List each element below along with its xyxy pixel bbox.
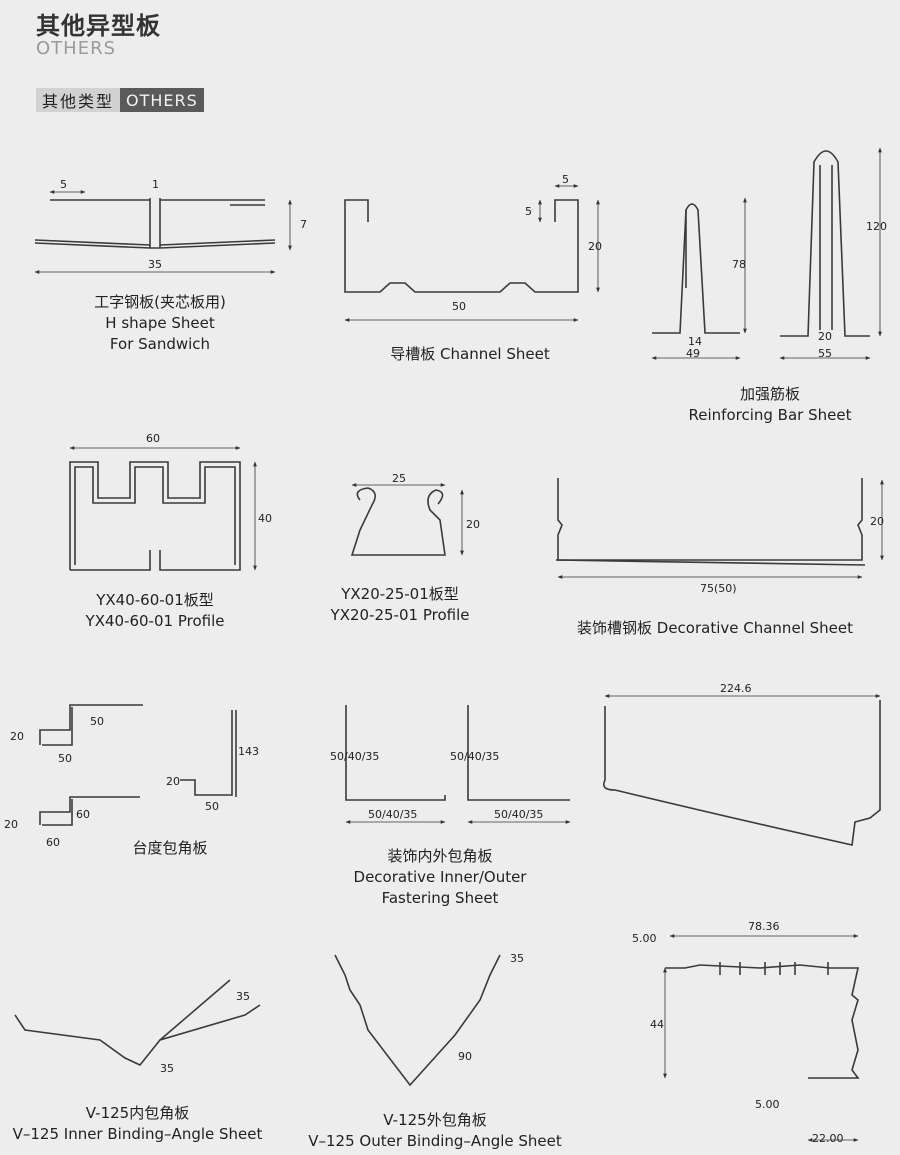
dim-dc-a: 20: [870, 515, 884, 528]
caption-cn: YX40-60-01板型: [96, 591, 214, 609]
caption-h-shape: 工字钢板(夹芯板用) H shape Sheet For Sandwich: [60, 292, 260, 355]
yx40-60-profile: [69, 461, 241, 571]
yx20-25-profile: [350, 487, 446, 556]
caption-en-1: H shape Sheet: [105, 314, 215, 332]
dim-h-b: 1: [152, 178, 159, 191]
caption-cn: V-125外包角板: [383, 1111, 487, 1129]
dim-sk-g: 20: [4, 818, 18, 831]
dim-cp-b: 78.36: [748, 920, 780, 933]
decorative-channel-profile: [555, 478, 866, 566]
dim-rb-d: 120: [866, 220, 887, 233]
caption-yx20-25: YX20-25-01板型 YX20-25-01 Profile: [300, 584, 500, 626]
curved-sheet-profile: [602, 700, 881, 846]
dim-sk-a: 20: [10, 730, 24, 743]
caption-inner-outer: 装饰内外包角板 Decorative Inner/Outer Fastering…: [340, 846, 540, 909]
dim-ch-d: 50: [452, 300, 466, 313]
skirting-corner-profiles: [39, 704, 237, 826]
dim-rb-f: 55: [818, 347, 832, 360]
caption-en: Reinforcing Bar Sheet: [688, 406, 852, 424]
dim-sk-d: 143: [238, 745, 259, 758]
dim-ch-c: 20: [588, 240, 602, 253]
dim-sk-e: 20: [166, 775, 180, 788]
dim-yx20-a: 25: [392, 472, 406, 485]
dim-cp-a: 5.00: [632, 932, 657, 945]
v125-inner-profile: [14, 979, 261, 1066]
complex-panel-profile: [665, 962, 860, 1079]
dim-h-c: 7: [300, 218, 307, 231]
h-shape-profile: [34, 198, 276, 249]
dim-ch-b: 5: [525, 205, 532, 218]
dim-rb-b: 14: [688, 335, 702, 348]
caption-en: YX40-60-01 Profile: [85, 612, 225, 630]
caption-reinforcing-bar: 加强筋板 Reinforcing Bar Sheet: [670, 384, 870, 426]
v125-outer-profile: [334, 954, 501, 1087]
caption-v125-outer: V-125外包角板 V–125 Outer Binding–Angle Shee…: [300, 1110, 570, 1152]
page-subtitle: OTHERS: [36, 38, 117, 59]
caption-yx40-60: YX40-60-01板型 YX40-60-01 Profile: [55, 590, 255, 632]
dim-sk-f: 50: [205, 800, 219, 813]
dim-vo-a: 35: [510, 952, 524, 965]
dim-cp-c: 44: [650, 1018, 664, 1031]
caption-skirting-corner: 台度包角板: [100, 838, 240, 859]
dim-vi-a: 35: [236, 990, 250, 1003]
caption-decorative-channel: 装饰槽钢板 Decorative Channel Sheet: [560, 618, 870, 639]
dim-rb-e: 20: [818, 330, 832, 343]
caption-label: 导槽板 Channel Sheet: [390, 345, 550, 363]
dim-yx40-a: 60: [146, 432, 160, 445]
dim-yx40-b: 40: [258, 512, 272, 525]
dim-io-d: 50/40/35: [494, 808, 543, 821]
caption-v125-inner: V-125内包角板 V–125 Inner Binding–Angle Shee…: [0, 1103, 275, 1145]
caption-cn: 工字钢板(夹芯板用): [94, 293, 226, 311]
dim-ch-a: 5: [562, 173, 569, 186]
caption-cn: 装饰内外包角板: [387, 847, 493, 865]
inner-outer-corner-profiles: [345, 705, 570, 801]
reinforcing-bar-profile-78: [652, 203, 740, 334]
dim-rb-c: 49: [686, 347, 700, 360]
dim-sk-i: 60: [76, 808, 90, 821]
dim-h-d: 35: [148, 258, 162, 271]
dim-cp-e: 22.00: [812, 1132, 844, 1145]
section-label-cn: 其他类型: [36, 88, 121, 112]
channel-sheet-profile: [344, 199, 579, 293]
caption-cn: 加强筋板: [739, 385, 800, 403]
dim-h-a: 5: [60, 178, 67, 191]
dim-cp-d: 5.00: [755, 1098, 780, 1111]
caption-cn: V-125内包角板: [85, 1104, 190, 1122]
dim-sk-c: 50: [90, 715, 104, 728]
caption-en-2: For Sandwich: [109, 335, 211, 353]
caption-cn: 台度包角板: [132, 839, 208, 857]
dim-cs-a: 224.6: [720, 682, 752, 695]
caption-en-1: Decorative Inner/Outer: [353, 868, 527, 886]
caption-en: YX20-25-01 Profile: [330, 606, 470, 624]
dim-yx20-b: 20: [466, 518, 480, 531]
dim-io-b: 50/40/35: [368, 808, 417, 821]
reinforcing-bar-profile-120: [780, 150, 870, 337]
dim-dc-b: 75(50): [700, 582, 737, 595]
dim-sk-b: 50: [58, 752, 72, 765]
dim-sk-h: 60: [46, 836, 60, 849]
page-title: 其他异型板: [36, 12, 161, 40]
dim-rb-a: 78: [732, 258, 746, 271]
caption-cn: YX20-25-01板型: [341, 585, 459, 603]
section-label-en: OTHERS: [120, 88, 204, 112]
dim-io-a: 50/40/35: [330, 750, 379, 763]
caption-label: 装饰槽钢板 Decorative Channel Sheet: [577, 619, 853, 637]
caption-en: V–125 Inner Binding–Angle Sheet: [12, 1125, 263, 1143]
section-header: 其他类型 OTHERS: [36, 88, 204, 112]
caption-en: V–125 Outer Binding–Angle Sheet: [308, 1132, 562, 1150]
dim-vo-b: 90: [458, 1050, 472, 1063]
dim-vi-b: 35: [160, 1062, 174, 1075]
caption-channel-sheet: 导槽板 Channel Sheet: [370, 344, 570, 365]
caption-en-2: Fastering Sheet: [381, 889, 499, 907]
dim-io-c: 50/40/35: [450, 750, 499, 763]
